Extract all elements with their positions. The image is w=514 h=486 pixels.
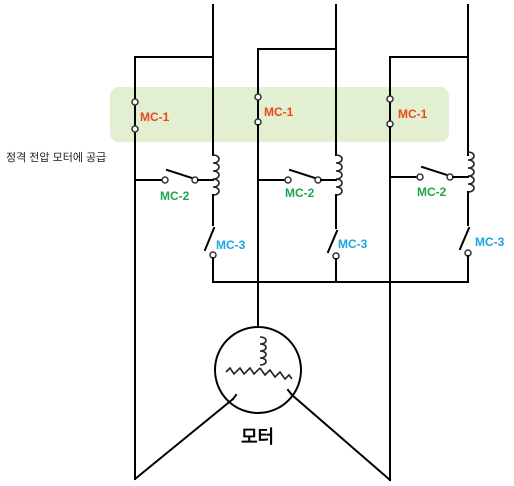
mc1-highlight-band (110, 87, 449, 142)
mc1-label: MC-1 (140, 110, 170, 124)
motor-label: 모터 (241, 427, 274, 448)
motor-winding-icon (225, 366, 261, 376)
mc1-label: MC-1 (398, 107, 428, 121)
phase-3-circuit (386, 4, 475, 481)
motor-winding-icon (259, 367, 293, 381)
coil-icon (212, 154, 220, 196)
mc1-label: MC-1 (264, 105, 294, 119)
mc3-label: MC-3 (216, 238, 246, 252)
mc3-label: MC-3 (475, 235, 505, 249)
mc1-terminal (131, 125, 139, 133)
mc1-terminal (386, 95, 394, 103)
mc1-terminal (254, 93, 262, 101)
mc2-terminal (416, 173, 424, 181)
phase-2-circuit (254, 4, 343, 336)
mc2-terminal (284, 176, 292, 184)
mc2-terminal (161, 176, 169, 184)
mc1-terminal (131, 98, 139, 106)
mc3-label: MC-3 (338, 237, 368, 251)
mc2-label: MC-2 (160, 189, 190, 203)
phase-1-circuit (131, 4, 220, 473)
coil-icon (335, 154, 343, 196)
rated-voltage-note: 정격 전압 모터에 공급 (6, 151, 106, 164)
phase-1-return-wire (133, 397, 235, 481)
motor-winding-icon (259, 336, 267, 366)
mc2-label: MC-2 (417, 185, 447, 199)
coil-icon (467, 151, 475, 193)
mc2-label: MC-2 (285, 186, 315, 200)
phase-3-return-wire (290, 393, 392, 482)
motor (214, 326, 302, 414)
